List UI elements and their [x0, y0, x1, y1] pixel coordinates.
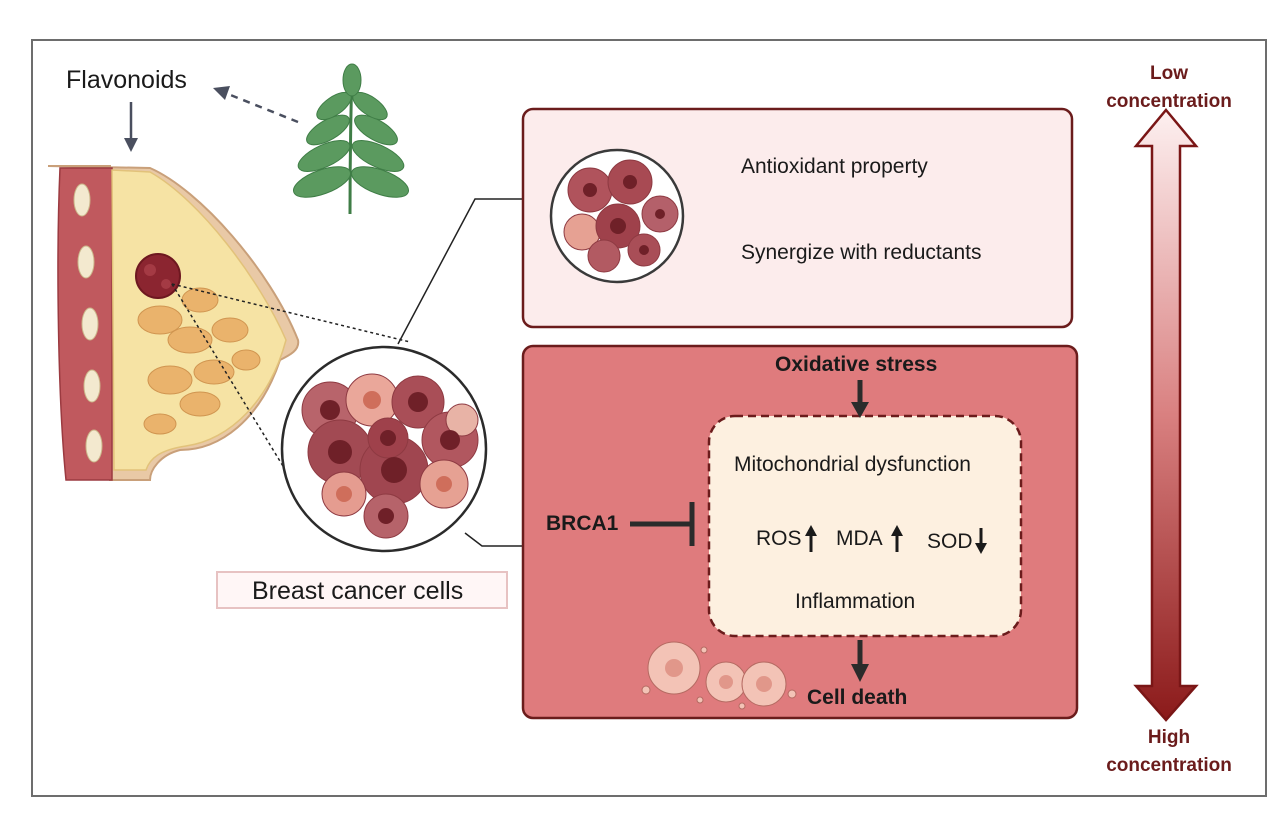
- low-concentration-box: [521, 107, 1074, 329]
- mitochondria-inner-box: [707, 414, 1023, 638]
- flavonoids-down-arrow: [124, 102, 138, 152]
- oxidative-stress-label: Oxidative stress: [775, 353, 938, 376]
- breast-anatomy-icon: [47, 165, 300, 481]
- low-concentration-line1: Low: [1150, 63, 1188, 84]
- cancer-cells-magnified-icon: [280, 345, 488, 553]
- high-concentration-label: High concentration: [1096, 724, 1242, 780]
- flavonoids-label: Flavonoids: [66, 66, 187, 94]
- cell-death-arrow: [851, 640, 869, 682]
- cancer-cells-small-icon: [549, 148, 685, 284]
- high-concentration-line1: High: [1147, 727, 1191, 748]
- concentration-gradient-arrow: [1133, 108, 1199, 722]
- zoom-line-upper: [171, 283, 411, 343]
- inflammation-label: Inflammation: [795, 590, 916, 613]
- marker-ros: ROS: [756, 527, 802, 550]
- marker-mda: MDA: [836, 527, 883, 550]
- oxidative-stress-arrow: [851, 380, 869, 418]
- ros-up-arrow-icon: [805, 525, 817, 552]
- brca1-label: BRCA1: [546, 512, 619, 535]
- low-concentration-label: Low concentration: [1096, 60, 1242, 116]
- plant-to-flavonoids-arrow: [213, 86, 299, 124]
- breast-cancer-cells-label: Breast cancer cells: [252, 577, 464, 605]
- low-concentration-line2: concentration: [1106, 91, 1232, 112]
- zoom-line-lower: [171, 283, 301, 495]
- mitochondrial-dysfunction-label: Mitochondrial dysfunction: [734, 453, 971, 476]
- antioxidant-property-label: Antioxidant property: [741, 155, 928, 178]
- synergize-reductants-label: Synergize with reductants: [741, 241, 982, 264]
- connector-to-low-box: [397, 198, 522, 345]
- brca1-inhibition-symbol: [630, 502, 695, 546]
- connector-to-high-box: [464, 532, 522, 547]
- high-concentration-line2: concentration: [1106, 755, 1232, 776]
- mda-up-arrow-icon: [891, 525, 903, 552]
- plant-icon: [293, 63, 409, 215]
- breast-cancer-cells-label-box: [216, 571, 508, 609]
- dead-cells-icon: [641, 641, 797, 710]
- sod-down-arrow-icon: [975, 528, 987, 554]
- marker-sod: SOD: [927, 530, 973, 553]
- cell-death-label: Cell death: [807, 686, 908, 709]
